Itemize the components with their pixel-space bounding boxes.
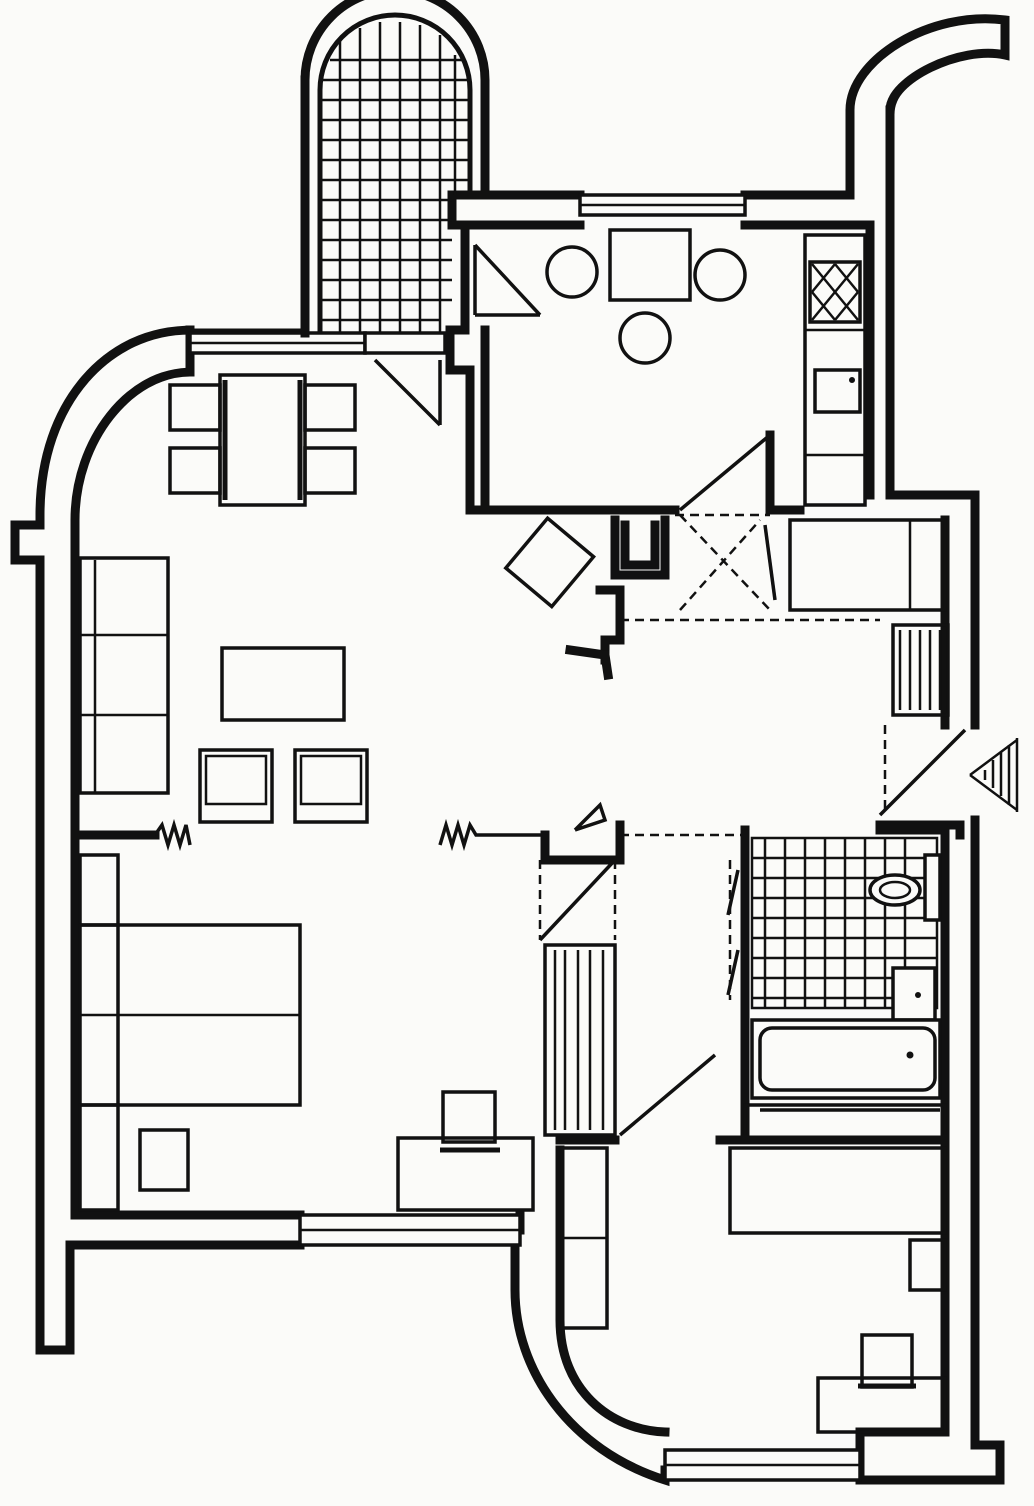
exterior-walls — [10, 14, 1010, 1487]
kitchen-chair — [618, 311, 672, 365]
nightstand — [138, 1128, 190, 1192]
living-dining — [75, 373, 625, 865]
toilet-tank — [923, 853, 942, 922]
wardrobe — [788, 518, 947, 612]
nightstand — [908, 1238, 947, 1292]
appliance — [503, 515, 597, 610]
dining-table — [218, 373, 307, 507]
desk — [816, 1376, 947, 1434]
wardrobe — [543, 943, 617, 1137]
windows — [188, 193, 862, 1482]
armchair — [293, 748, 369, 824]
hall — [503, 513, 1019, 1137]
kitchen-sink — [813, 368, 862, 414]
interior-walls — [605, 820, 965, 865]
shoe-rack — [891, 623, 950, 717]
bathtub — [750, 1018, 942, 1100]
dining-chair — [303, 446, 357, 495]
toilet — [868, 873, 922, 907]
balcony-trellis — [300, 0, 490, 427]
kitchen-chair — [545, 245, 599, 299]
wardrobe — [78, 853, 120, 927]
dining-chair — [168, 383, 222, 432]
sofa — [78, 556, 170, 795]
desk-chair — [441, 1090, 497, 1144]
kitchen — [445, 220, 867, 515]
bathroom-tiles — [750, 836, 939, 1010]
dining-chair — [303, 383, 357, 432]
bed — [728, 1146, 947, 1235]
dining-chair — [168, 446, 222, 495]
bathroom — [726, 825, 950, 1145]
stove — [808, 260, 862, 324]
armchair — [198, 748, 274, 824]
bathroom-sink — [891, 966, 937, 1022]
kitchen-chair — [693, 248, 747, 302]
dresser — [78, 1103, 120, 1212]
bedroom-1 — [78, 853, 535, 1212]
desk — [396, 1136, 535, 1212]
kitchen-counter — [803, 233, 867, 507]
coffee-table — [220, 646, 346, 722]
entrance-arrow-icon — [969, 738, 1019, 812]
bedroom-2 — [555, 1135, 950, 1434]
kitchen-table — [608, 228, 692, 302]
